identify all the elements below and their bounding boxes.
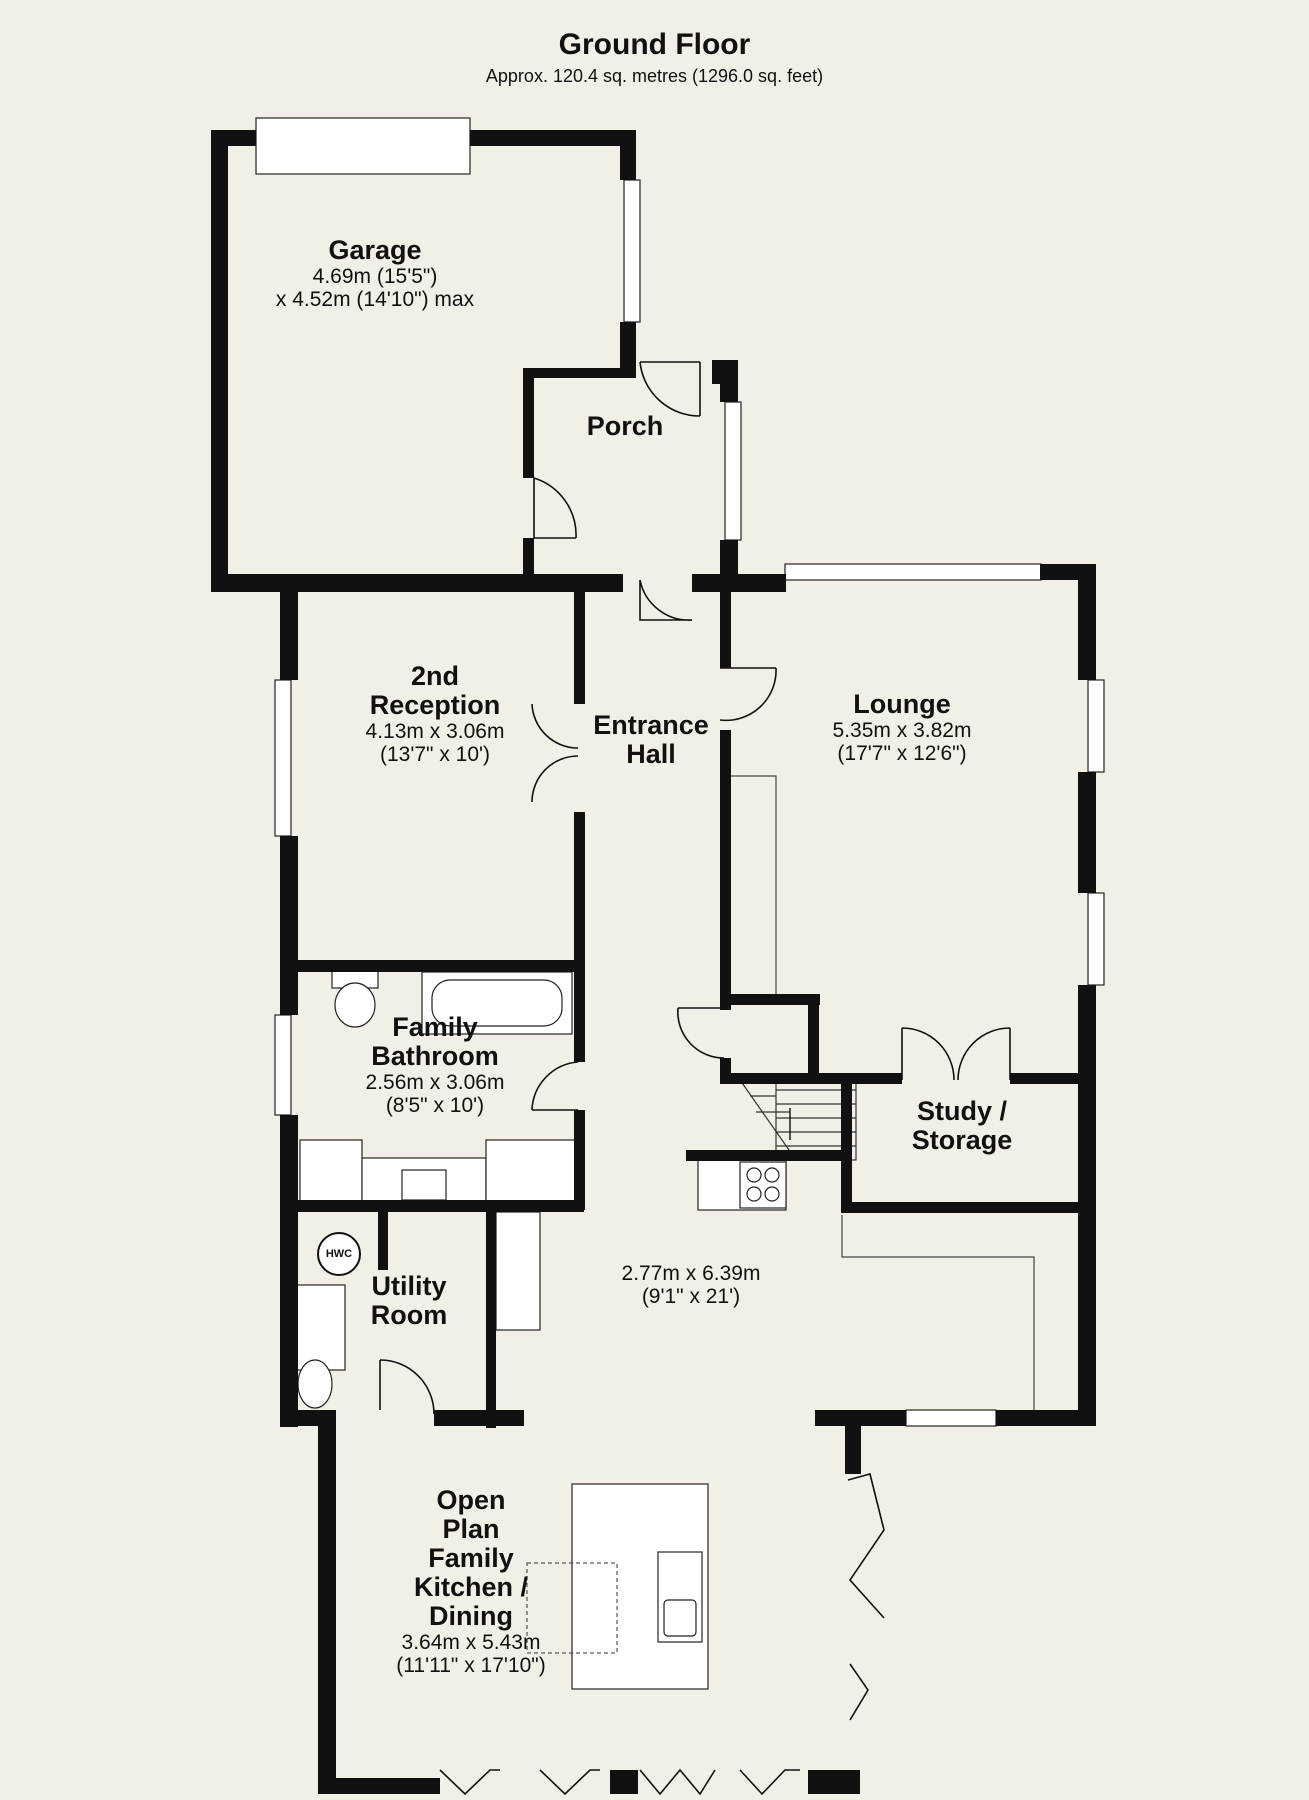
staircase (739, 1079, 857, 1161)
utility-counter (296, 1284, 346, 1371)
floor-title: Ground Floor Approx. 120.4 sq. metres (1… (0, 28, 1309, 87)
room-label-study: Study / Storage (912, 1097, 1013, 1155)
lounge-window-top (784, 563, 1042, 581)
hob-ring (746, 1167, 762, 1183)
room-name: Family Bathroom (371, 1012, 499, 1071)
dining-table (526, 1562, 618, 1654)
room-dimensions: 2.56m x 3.06m (8'5" x 10') (365, 1071, 505, 1117)
bifold-door-bottom-3 (639, 1768, 716, 1796)
room-dimensions: 2.77m x 6.39m (9'1" x 21') (621, 1262, 761, 1308)
garage-window (623, 179, 641, 323)
room-name: Garage (328, 235, 422, 265)
partition-lines (726, 775, 1035, 1410)
room-label-family-bathroom: Family Bathroom 2.56m x 3.06m (8'5" x 10… (365, 1012, 505, 1118)
hot-water-cylinder: HWC (317, 1232, 361, 1276)
floor-area: Approx. 120.4 sq. metres (1296.0 sq. fee… (485, 66, 824, 86)
bath-basin (431, 979, 563, 1027)
page-title: Ground Floor (558, 28, 751, 61)
room-label-kitchen-extension: 2.77m x 6.39m (9'1" x 21') (622, 1262, 761, 1308)
kitchen-window (905, 1409, 997, 1427)
bathroom-window (274, 1014, 292, 1116)
room-name: Porch (586, 411, 664, 441)
room-name: Lounge (853, 689, 951, 719)
cupboard-door (677, 1007, 725, 1059)
room-name: 2nd Reception (369, 661, 501, 720)
study-doors (901, 1027, 1011, 1081)
hob (739, 1161, 787, 1209)
room-dimensions: 5.35m x 3.82m (17'7" x 12'6") (832, 719, 972, 765)
porch-window (724, 401, 742, 541)
hob-ring (746, 1186, 762, 1202)
porch-door (639, 361, 701, 417)
utility-door (379, 1359, 435, 1415)
reception-window (274, 679, 292, 837)
doors (379, 361, 1011, 1796)
room-label-entrance-hall: Entrance Hall (593, 711, 709, 769)
reception-doors (531, 703, 579, 803)
fixtures (255, 117, 1105, 1690)
room-label-reception: 2nd Reception 4.13m x 3.06m (13'7" x 10'… (365, 661, 505, 767)
room-dimensions: 4.13m x 3.06m (13'7" x 10') (365, 720, 505, 766)
room-label-lounge: Lounge 5.35m x 3.82m (17'7" x 12'6") (832, 689, 972, 766)
toilet-bowl (334, 982, 376, 1028)
utility-worktop (495, 1211, 541, 1331)
lounge-door (719, 667, 777, 722)
walls (211, 130, 1096, 1794)
kitchen-sink (663, 1599, 697, 1637)
room-label-porch: Porch (587, 412, 664, 441)
bifold-door-right-1 (847, 1473, 885, 1619)
room-dimensions: 3.64m x 5.43m (11'11" x 17'10") (396, 1631, 546, 1677)
hob-ring (764, 1167, 780, 1183)
room-dimensions: 4.69m (15'5") x 4.52m (14'10") max (275, 265, 475, 311)
room-label-garage: Garage 4.69m (15'5") x 4.52m (14'10") ma… (275, 235, 475, 312)
lounge-window-right-2 (1087, 892, 1105, 986)
room-name: Utility Room (370, 1271, 448, 1330)
garage-door-internal (533, 477, 577, 539)
bathroom-door (531, 1061, 579, 1111)
shower-tray (299, 1139, 363, 1203)
room-label-utility: Utility Room (371, 1272, 448, 1330)
room-name: Open Plan Family Kitchen / Dining (413, 1485, 528, 1631)
hall-door (639, 579, 693, 621)
bifold-door-bottom-4 (739, 1769, 800, 1796)
bifold-door-bottom-2 (539, 1769, 600, 1796)
bathroom-cupboard (485, 1139, 577, 1209)
room-name: Entrance Hall (593, 710, 709, 769)
bifold-door-bottom-1 (439, 1769, 500, 1796)
lounge-window-right-1 (1087, 679, 1105, 773)
utility-sink (297, 1359, 333, 1409)
room-label-kitchen: Open Plan Family Kitchen / Dining 3.64m … (396, 1485, 546, 1678)
bifold-door-right-2 (849, 1663, 869, 1721)
garage-door (255, 117, 471, 175)
room-name: Study / Storage (911, 1096, 1013, 1155)
basin (401, 1169, 447, 1201)
hob-ring (764, 1186, 780, 1202)
